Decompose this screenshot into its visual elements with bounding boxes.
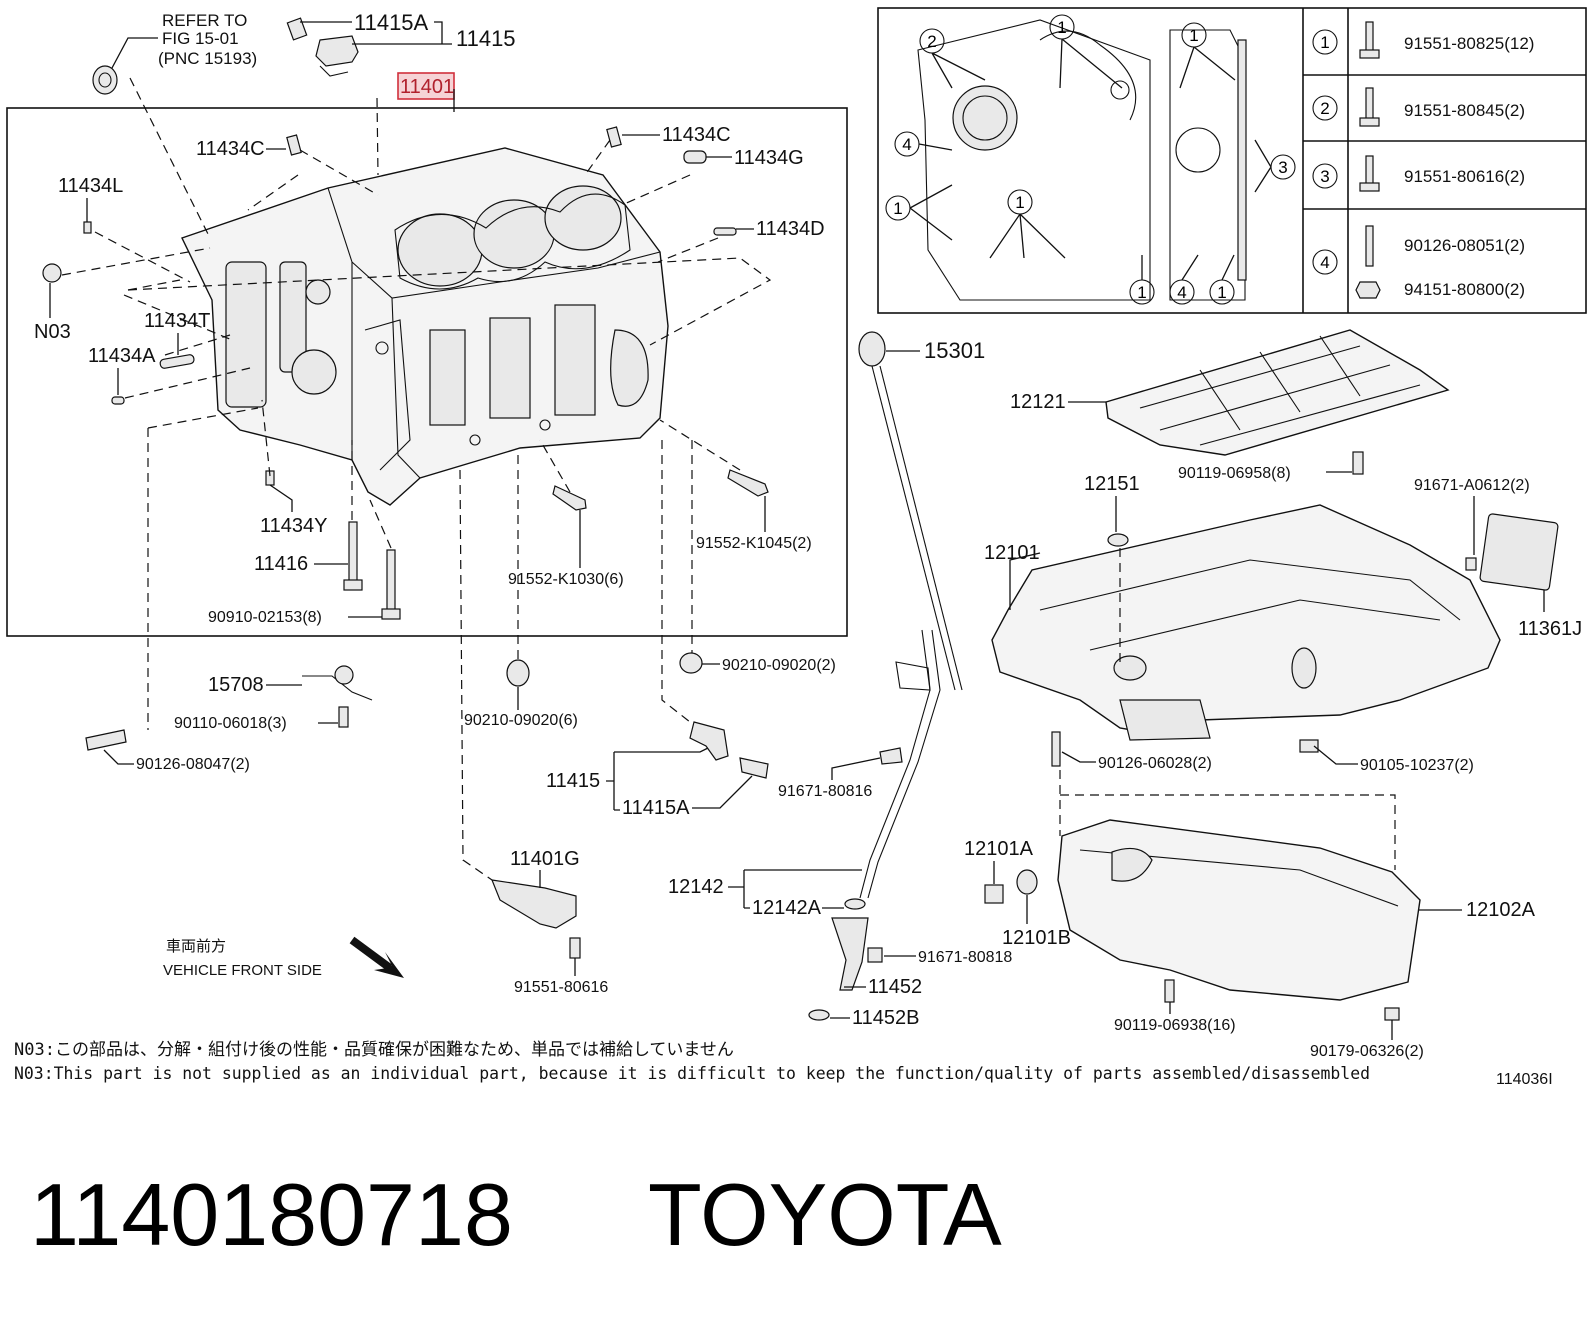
label-11401G: 11401G: [510, 848, 580, 870]
upper-oil-pan: [991, 504, 1559, 767]
table-ref-3: 3: [1320, 167, 1329, 186]
label-15301: 15301: [924, 338, 985, 363]
label-90126-08047: 90126-08047(2): [136, 756, 250, 773]
cylinder-block: [181, 147, 669, 506]
refer-line-2: FIG 15-01: [162, 29, 239, 48]
table-part-4b: 94151-80800(2): [1404, 280, 1525, 299]
labels: REFER TO FIG 15-01 (PNC 15193) 11415A 11…: [34, 10, 1582, 1060]
label-91671-80816: 91671-80816: [778, 783, 872, 800]
footer-brand: TOYOTA: [648, 1165, 1002, 1264]
label-11361J: 11361J: [1518, 618, 1582, 640]
label-11415A-bottom: 11415A: [622, 797, 690, 819]
refer-line-1: REFER TO: [162, 11, 247, 30]
label-12101: 12101: [984, 542, 1040, 564]
label-12151: 12151: [1084, 473, 1140, 495]
vehicle-front-jp: 車両前方: [166, 938, 226, 955]
label-91551-80616: 91551-80616: [514, 979, 608, 996]
label-11401: 11401: [400, 76, 454, 98]
callout-1e: 1: [1137, 283, 1146, 302]
label-11434A: 11434A: [88, 345, 156, 367]
callout-4b: 4: [1177, 283, 1186, 302]
table-part-1: 91551-80825(12): [1404, 34, 1534, 53]
top-parts: [92, 17, 359, 95]
table-ref-1: 1: [1320, 33, 1329, 52]
label-11452B: 11452B: [852, 1007, 919, 1029]
label-90105-10237: 90105-10237(2): [1360, 757, 1474, 774]
label-11434G: 11434G: [734, 147, 804, 169]
highlight-box: [397, 72, 455, 100]
label-12121: 12121: [1010, 391, 1066, 413]
label-11415A-top: 11415A: [354, 10, 429, 35]
detail-callouts: 2 1 1 4 3 1 1 1 4 1: [885, 14, 1296, 305]
lower-left-parts: [85, 652, 903, 959]
callout-1b: 1: [1189, 26, 1198, 45]
label-11434T: 11434T: [144, 310, 210, 332]
callout-1f: 1: [1217, 283, 1226, 302]
label-11434Y: 11434Y: [260, 515, 327, 537]
label-11415-bottom: 11415: [546, 770, 600, 792]
footer-part-number: 1140180718: [30, 1165, 513, 1264]
callout-1c: 1: [893, 199, 902, 218]
oil-baffle: [1105, 329, 1450, 475]
label-91552-K1030: 91552-K1030(6): [508, 571, 624, 588]
detail-drawing: [917, 19, 1247, 301]
callout-1a: 1: [1057, 18, 1066, 37]
label-90119-06958: 90119-06958(8): [1178, 465, 1291, 482]
label-11415-top: 11415: [456, 26, 516, 51]
drawing-id: 114036I: [1496, 1071, 1553, 1088]
block-frame: [6, 107, 848, 637]
label-11434D: 11434D: [756, 218, 825, 240]
label-12142: 12142: [668, 876, 724, 898]
label-91671-80818: 91671-80818: [918, 949, 1012, 966]
label-11434C-right: 11434C: [662, 124, 731, 146]
vehicle-front-en: VEHICLE FRONT SIDE: [163, 962, 322, 979]
label-90110: 90110-06018(3): [174, 715, 287, 732]
callout-2a: 2: [927, 32, 936, 51]
label-90179-06326: 90179-06326(2): [1310, 1043, 1424, 1060]
label-11434L: 11434L: [58, 175, 123, 197]
label-11452: 11452: [868, 976, 922, 998]
lower-oil-pan: [984, 770, 1421, 1021]
table-part-3: 91551-80616(2): [1404, 167, 1525, 186]
callout-4a: 4: [902, 135, 911, 154]
label-12102A: 12102A: [1466, 899, 1536, 921]
label-11434C-left: 11434C: [196, 138, 265, 160]
label-91552-K1045: 91552-K1045(2): [696, 535, 812, 552]
label-12101A: 12101A: [964, 838, 1034, 860]
table-part-4a: 90126-08051(2): [1404, 236, 1525, 255]
label-90119-06938: 90119-06938(16): [1114, 1017, 1236, 1034]
dipstick: [808, 331, 963, 1021]
callout-1d: 1: [1015, 193, 1024, 212]
table-part-2: 91551-80845(2): [1404, 101, 1525, 120]
table-ref-4: 4: [1320, 253, 1329, 272]
table-ref-2: 2: [1320, 99, 1329, 118]
label-12101B: 12101B: [1002, 927, 1071, 949]
note-en: N03:This part is not supplied as an indi…: [14, 1064, 1370, 1084]
label-91671-A0612: 91671-A0612(2): [1414, 477, 1530, 494]
callout-3a: 3: [1278, 158, 1287, 177]
label-12142A: 12142A: [752, 897, 822, 919]
note-jp: N03:この部品は、分解・組付け後の性能・品質確保が困難なため、単品では補給して…: [14, 1040, 734, 1060]
label-90126-06028: 90126-06028(2): [1098, 755, 1212, 772]
label-90910: 90910-02153(8): [208, 609, 322, 626]
bolt-table: 1 91551-80825(12) 2 91551-80845(2) 3 915…: [1312, 21, 1534, 299]
label-15708: 15708: [208, 674, 264, 696]
label-N03: N03: [34, 321, 71, 343]
label-11416: 11416: [254, 553, 308, 575]
detail-frame: [877, 7, 1587, 314]
label-90210-2: 90210-09020(2): [722, 657, 836, 674]
label-90210-6: 90210-09020(6): [464, 712, 578, 729]
refer-line-3: (PNC 15193): [158, 49, 257, 68]
